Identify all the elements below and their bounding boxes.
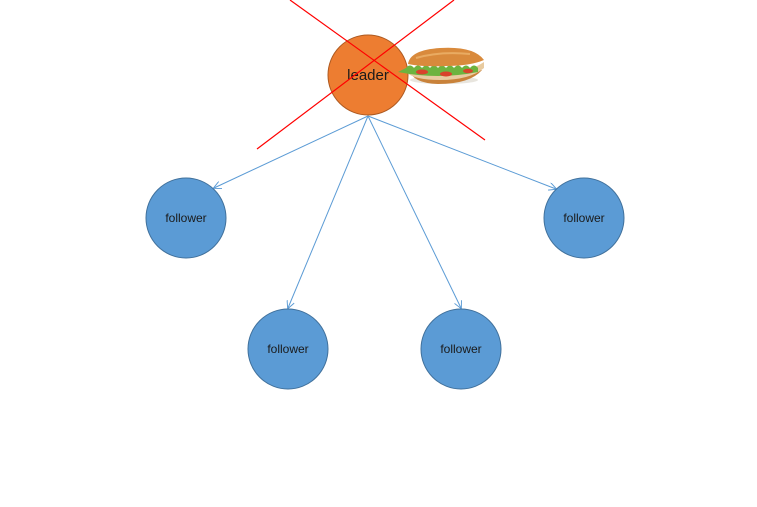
follower-label: follower bbox=[165, 211, 206, 225]
arrow-to-follower-3 bbox=[367, 115, 461, 308]
arrows bbox=[214, 115, 556, 308]
follower-label: follower bbox=[267, 342, 308, 356]
leader-circle bbox=[327, 34, 409, 116]
follower-node[interactable]: follower bbox=[543, 177, 625, 259]
arrow-to-follower-4 bbox=[367, 115, 556, 189]
follower-label: follower bbox=[563, 211, 604, 225]
follower-circle bbox=[420, 308, 502, 390]
follower-node[interactable]: follower bbox=[247, 308, 329, 390]
leader-node[interactable]: leader bbox=[327, 34, 409, 116]
arrow-to-follower-2 bbox=[288, 115, 369, 308]
sandwich-icon bbox=[398, 47, 484, 84]
follower-circle bbox=[145, 177, 227, 259]
follower-circle bbox=[247, 308, 329, 390]
follower-circle bbox=[543, 177, 625, 259]
follower-label: follower bbox=[440, 342, 481, 356]
arrow-to-follower-1 bbox=[214, 115, 369, 188]
follower-node[interactable]: follower bbox=[145, 177, 227, 259]
leader-label: leader bbox=[347, 67, 389, 84]
cross-out-mark bbox=[256, 0, 486, 150]
follower-node[interactable]: follower bbox=[420, 308, 502, 390]
